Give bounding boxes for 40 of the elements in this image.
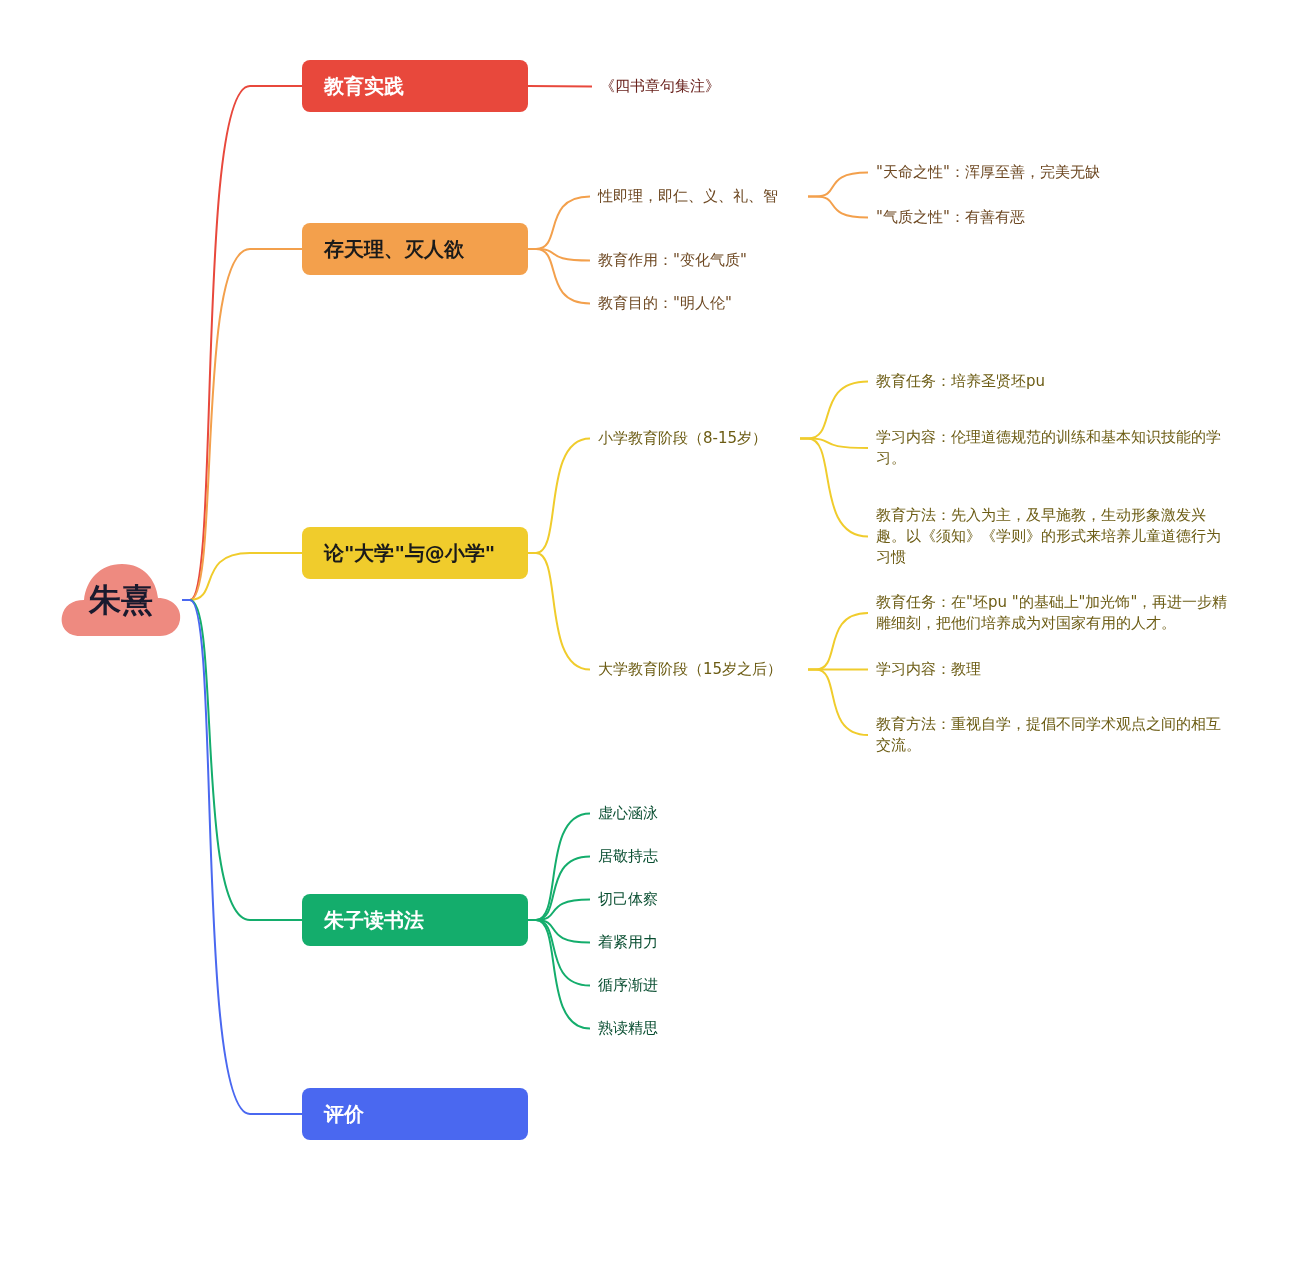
node-label: 熟读精思 xyxy=(598,1017,659,1039)
connector-line xyxy=(527,919,591,1030)
node-label: 居敬持志 xyxy=(598,845,659,867)
connector-line xyxy=(527,85,593,88)
topic-box xyxy=(302,527,528,579)
node-label: 学习内容：伦理道德规范的训练和基本知识技能的学习。 xyxy=(876,426,1222,469)
node-label: 学习内容：教理 xyxy=(876,658,982,680)
node-label: 存天理、灭人欲 xyxy=(324,236,464,263)
connector-line xyxy=(807,195,869,219)
cloud-node xyxy=(60,562,182,638)
node-label: 评价 xyxy=(324,1101,364,1128)
node-label: 切己体察 xyxy=(598,888,659,910)
node-label: 朱子读书法 xyxy=(324,907,424,934)
connector-line xyxy=(527,552,591,671)
connector-line xyxy=(181,599,303,1115)
node-label: 教育方法：先入为主，及早施教，生动形象激发兴趣。以《须知》《学则》的形式来培养儿童道德行为习惯 xyxy=(876,504,1222,568)
topic-box xyxy=(302,60,528,112)
node-label: 着紧用力 xyxy=(598,931,659,953)
node-label: 教育作用："变化气质" xyxy=(598,249,748,271)
node-label: 小学教育阶段（8-15岁） xyxy=(598,427,769,449)
connector-line xyxy=(527,248,591,305)
topic-box xyxy=(302,894,528,946)
topic-box xyxy=(302,1088,528,1140)
node-label: "天命之性"：浑厚至善，完美无缺 xyxy=(876,161,1101,183)
node-label: 虚心涵泳 xyxy=(598,802,659,824)
node-label: 论"大学"与@小学" xyxy=(324,540,496,567)
node-label: 《四书章句集注》 xyxy=(600,75,721,97)
node-label: 教育方法：重视自学，提倡不同学术观点之间的相互交流。 xyxy=(876,713,1222,756)
node-label: 教育任务：培养圣贤坯pu xyxy=(876,370,1047,392)
node-label: 教育实践 xyxy=(324,73,404,100)
topic-box xyxy=(302,223,528,275)
node-label: 性即理，即仁、义、礼、智 xyxy=(598,185,779,207)
node-label: 教育目的："明人伦" xyxy=(598,292,733,314)
node-label: "气质之性"：有善有恶 xyxy=(876,206,1026,228)
connector-line xyxy=(807,668,869,736)
connector-line xyxy=(799,437,869,538)
node-label: 朱熹 xyxy=(89,580,153,621)
node-label: 大学教育阶段（15岁之后） xyxy=(598,658,784,680)
node-label: 教育任务：在"坯pu "的基础上"加光饰"，再进一步精雕细刻，把他们培养成为对国家有用的人才。 xyxy=(876,591,1229,634)
node-label: 循序渐进 xyxy=(598,974,659,996)
